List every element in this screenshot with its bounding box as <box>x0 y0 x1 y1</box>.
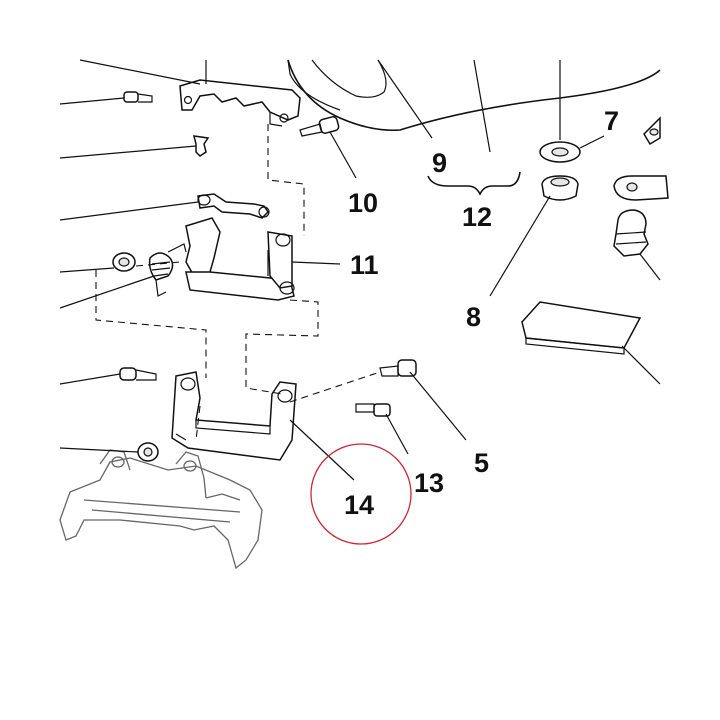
rod-pin <box>197 193 270 219</box>
highlight-circle <box>310 443 412 545</box>
label-part-11: 11 <box>350 250 379 280</box>
plate-link <box>613 175 669 201</box>
label-part-5: 5 <box>474 448 489 478</box>
screw-part-5 <box>379 359 417 377</box>
rubber-pad <box>521 301 642 355</box>
group-brace <box>427 171 521 196</box>
nut-cap <box>613 209 649 257</box>
lever-bracket <box>185 217 295 301</box>
bracket-fragment-right <box>643 116 661 146</box>
screw-part-13 <box>355 403 391 417</box>
lower-bracket <box>171 371 297 461</box>
label-part-7: 7 <box>604 106 619 136</box>
grommet-part-8 <box>541 175 579 201</box>
base-frame <box>59 449 263 570</box>
label-part-8: 8 <box>466 302 481 332</box>
screw-top-left <box>123 91 153 103</box>
label-part-13: 13 <box>414 468 444 498</box>
label-part-9: 9 <box>432 148 447 178</box>
leader-lines <box>59 59 661 481</box>
screw-part-10 <box>299 116 340 137</box>
screw-left-lower <box>119 367 157 381</box>
label-part-12: 12 <box>462 202 492 232</box>
label-part-14: 14 <box>344 490 374 520</box>
assembly-guides <box>95 124 381 441</box>
spring <box>148 243 187 297</box>
nut-left <box>137 442 159 462</box>
bushing-left <box>112 252 136 272</box>
top-bracket <box>179 79 301 127</box>
washer-part-7 <box>539 141 581 163</box>
screw-countersunk <box>193 135 210 157</box>
label-part-10: 10 <box>348 188 378 218</box>
